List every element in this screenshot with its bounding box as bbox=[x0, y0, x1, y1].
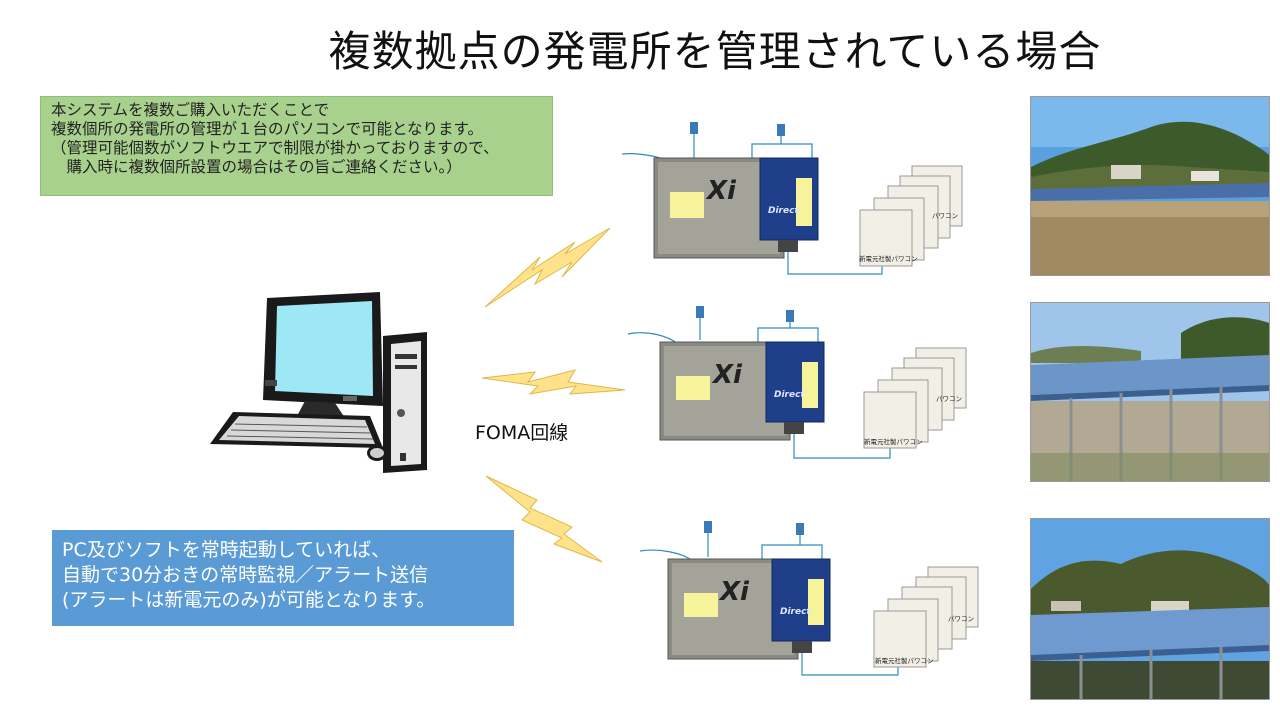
solar-site-photo bbox=[1030, 302, 1270, 482]
note-line: 複数個所の発電所の管理が１台のパソコンで可能となります。 bbox=[51, 120, 483, 138]
inverter-side-label: パワコン bbox=[936, 395, 962, 403]
router-brand: Xi bbox=[713, 360, 742, 390]
equipment-group: Xi Direct 新電元社製パワコン パワコン bbox=[639, 515, 985, 685]
info-box: PC及びソフトを常時起動していれば、 自動で30分おきの常時監視／アラート送信 … bbox=[52, 530, 514, 626]
info-line: 自動で30分おきの常時監視／アラート送信 bbox=[62, 564, 429, 586]
equipment-group: Xi Direct 新電元社製パワコン パワコン bbox=[621, 118, 967, 288]
router-brand: Xi bbox=[720, 577, 749, 607]
note-line: 本システムを複数ご購入いただくことで bbox=[51, 101, 330, 119]
network-label: FOMA回線 bbox=[475, 422, 569, 444]
info-line: (アラートは新電元のみ)が可能となります。 bbox=[62, 589, 436, 611]
note-box: 本システムを複数ご購入いただくことで 複数個所の発電所の管理が１台のパソコンで可… bbox=[40, 96, 553, 196]
inverter-label: 新電元社製パワコン bbox=[875, 657, 934, 665]
inverter-label: 新電元社製パワコン bbox=[864, 438, 923, 446]
inverter-label: 新電元社製パワコン bbox=[859, 255, 918, 263]
note-line: 購入時に複数個所設置の場合はその旨ご連絡ください。） bbox=[51, 158, 462, 176]
info-line: PC及びソフトを常時起動していれば、 bbox=[62, 539, 391, 561]
modem-brand: Direct bbox=[768, 206, 799, 216]
router-brand: Xi bbox=[707, 176, 736, 206]
note-line: （管理可能個数がソフトウエアで制限が掛かっておりますので、 bbox=[51, 139, 499, 157]
lightning-icon bbox=[485, 475, 603, 563]
desktop-pc-icon bbox=[210, 292, 427, 473]
inverter-side-label: パワコン bbox=[932, 212, 958, 220]
solar-site-photo bbox=[1030, 96, 1270, 276]
inverter-side-label: パワコン bbox=[948, 615, 974, 623]
equipment-group: Xi Direct 新電元社製パワコン パワコン bbox=[627, 300, 973, 470]
lightning-icon bbox=[484, 227, 611, 308]
page-title: 複数拠点の発電所を管理されている場合 bbox=[328, 27, 1102, 76]
solar-site-photo bbox=[1030, 518, 1270, 700]
modem-brand: Direct bbox=[774, 390, 805, 400]
lightning-icon bbox=[481, 369, 626, 395]
modem-brand: Direct bbox=[780, 607, 811, 617]
